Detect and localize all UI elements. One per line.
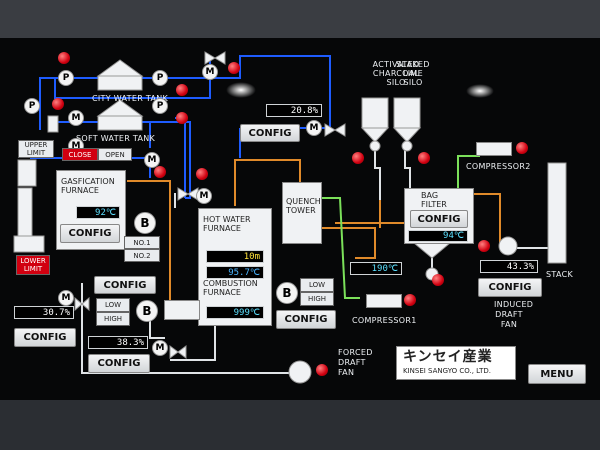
screen-glare: [226, 82, 256, 98]
motor-icon[interactable]: M: [144, 152, 160, 168]
motor-icon[interactable]: M: [68, 110, 84, 126]
config-button-induced-fan[interactable]: CONFIG: [478, 278, 542, 297]
bag-filter-temp-readout: 94℃: [408, 230, 468, 242]
alarm-lamp: [432, 274, 444, 286]
quench-outlet-temp-readout: 190℃: [350, 262, 402, 275]
gasification-temp-readout: 92℃: [76, 206, 120, 219]
hot-water-temp-readout: 95.7℃: [206, 266, 264, 279]
tank-shapes: [13, 51, 567, 359]
combustion-furnace-label: COMBUSTION FURNACE: [203, 279, 258, 297]
alarm-lamp: [196, 168, 208, 180]
valve-open-indicator: OPEN: [98, 148, 132, 161]
motor-icon[interactable]: M: [306, 120, 322, 136]
alarm-lamp: [176, 112, 188, 124]
config-button-gasification[interactable]: CONFIG: [60, 224, 120, 243]
pump-icon[interactable]: P: [58, 70, 74, 86]
soft-water-tank-label: SOFT WATER TANK: [76, 134, 156, 143]
config-button-gasification-blower[interactable]: CONFIG: [94, 276, 156, 294]
alarm-lamp: [176, 84, 188, 96]
alarm-lamp: [478, 240, 490, 252]
valve-close-indicator: CLOSE: [62, 148, 98, 161]
kinsei-logo: キンセイ産業 KINSEI SANGYO CO., LTD.: [396, 346, 516, 380]
blower-high-button[interactable]: HIGH: [96, 312, 130, 326]
bag-filter-label: BAG FILTER: [421, 191, 447, 209]
alarm-lamp: [228, 62, 240, 74]
motor-icon[interactable]: M: [196, 188, 212, 204]
furnace-no2-tag[interactable]: NO.2: [124, 249, 160, 262]
air-pipes: [318, 155, 480, 299]
quench-tower-label: QUENCH TOWER: [286, 197, 321, 215]
motor-icon[interactable]: M: [58, 290, 74, 306]
motor-icon[interactable]: M: [152, 340, 168, 356]
config-button-left-valve[interactable]: CONFIG: [14, 328, 76, 347]
activated-charcoal-silo-label: ACTIVATED CHARCOAL SILO: [372, 60, 420, 87]
combustion-temp-readout: 999℃: [206, 306, 264, 319]
alarm-lamp: [516, 142, 528, 154]
config-button-forced-fan[interactable]: CONFIG: [88, 354, 150, 373]
compressor1-unit[interactable]: [366, 294, 402, 308]
forced-draft-fan-label: FORCED DRAFT FAN: [338, 348, 373, 377]
compressor1-label: COMPRESSOR1: [352, 316, 417, 325]
compressor2-label: COMPRESSOR2: [466, 162, 531, 171]
alarm-lamp: [58, 52, 70, 64]
stack-label: STACK: [546, 270, 574, 279]
induced-fan-readout: 43.3%: [480, 260, 538, 273]
config-button-combustion-blower[interactable]: CONFIG: [276, 310, 336, 329]
pipe-diagram: [13, 51, 567, 384]
blower-unit: [164, 300, 200, 320]
compressor2-unit[interactable]: [476, 142, 512, 156]
combustion-blower-high-button[interactable]: HIGH: [300, 292, 334, 306]
lower-limit-alarm: LOWER LIMIT: [16, 255, 50, 275]
blower-icon[interactable]: B: [134, 212, 156, 234]
valve-opening-readout: 20.8%: [266, 104, 322, 117]
logo-japanese: キンセイ産業: [403, 349, 493, 365]
alarm-lamp: [52, 98, 64, 110]
gasification-furnace-label: GASFICATION FURNACE: [61, 177, 115, 195]
pump-icon[interactable]: P: [152, 98, 168, 114]
hot-water-level-readout: 10m: [206, 250, 264, 263]
menu-button[interactable]: MENU: [528, 364, 586, 384]
blower-icon[interactable]: B: [136, 300, 158, 322]
quench-tower: QUENCH TOWER: [282, 182, 322, 244]
config-button-bag-filter[interactable]: CONFIG: [410, 210, 468, 228]
forced-fan-readout: 38.3%: [88, 336, 148, 349]
blower-icon[interactable]: B: [276, 282, 298, 304]
blower-low-button[interactable]: LOW: [96, 298, 130, 312]
alarm-lamp: [418, 152, 430, 164]
logo-english: KINSEI SANGYO CO., LTD.: [403, 367, 491, 375]
combustion-blower-low-button[interactable]: LOW: [300, 278, 334, 292]
pump-icon[interactable]: P: [152, 70, 168, 86]
furnace-no1-tag[interactable]: NO.1: [124, 236, 160, 249]
induced-draft-fan-label: INDUCED DRAFT FAN: [494, 300, 534, 329]
upper-limit-tag: UPPER LIMIT: [18, 140, 54, 158]
city-water-tank-label: CITY WATER TANK: [92, 94, 169, 103]
scada-screen: CITY WATER TANK SOFT WATER TANK ACTIVATE…: [0, 38, 600, 400]
wall-background-top: [0, 0, 600, 40]
slaked-lime-silo-label: SLAKED LIME SILO: [396, 60, 430, 87]
alarm-lamp: [154, 166, 166, 178]
pump-icon[interactable]: P: [24, 98, 40, 114]
wall-background-bottom: [0, 395, 600, 450]
alarm-lamp: [352, 152, 364, 164]
left-valve-readout: 30.7%: [14, 306, 74, 319]
forced-draft-fan-shape: [288, 360, 312, 384]
alarm-lamp: [316, 364, 328, 376]
config-button-quench-valve[interactable]: CONFIG: [240, 124, 300, 142]
motor-icon[interactable]: M: [202, 64, 218, 80]
screen-glare: [466, 84, 494, 98]
alarm-lamp: [404, 294, 416, 306]
hot-water-furnace-label: HOT WATER FURNACE: [203, 215, 251, 233]
induced-draft-fan-shape: [498, 236, 518, 256]
